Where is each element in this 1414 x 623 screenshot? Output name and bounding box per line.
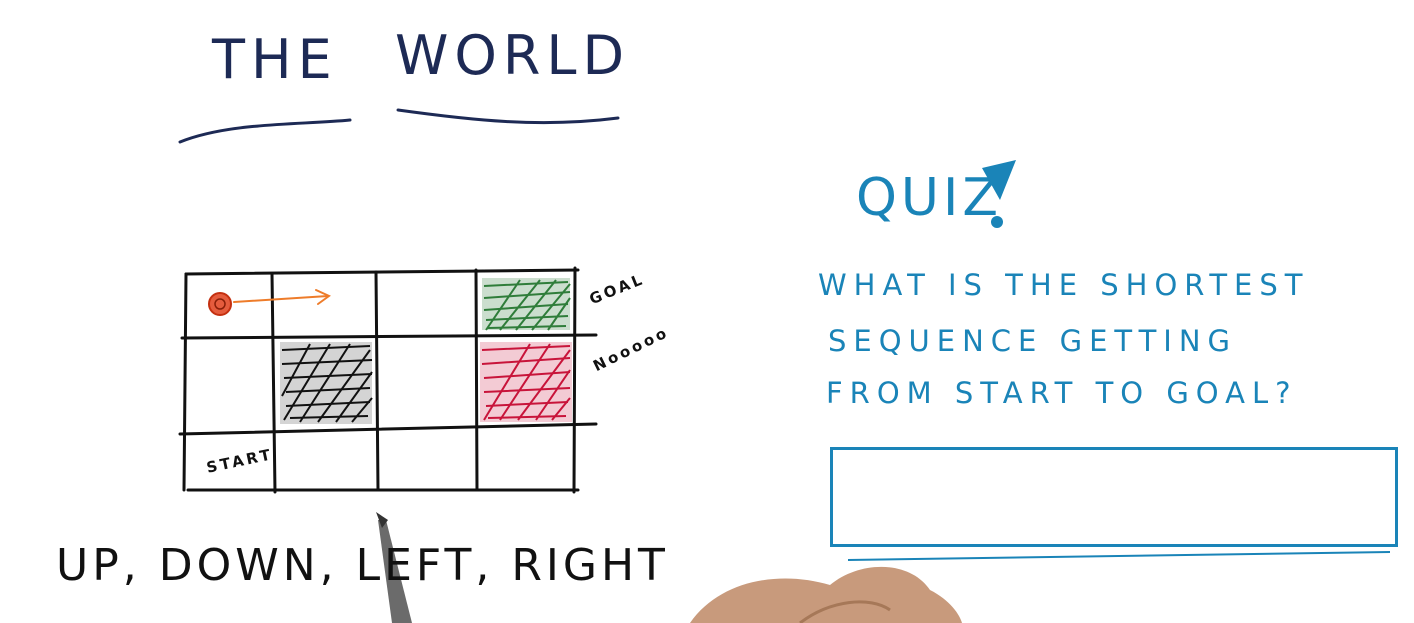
gridworld-grid	[178, 266, 598, 494]
title-the: THE	[212, 28, 338, 91]
answer-input-box[interactable]	[830, 447, 1398, 547]
actions-list: UP, DOWN, LEFT, RIGHT	[56, 540, 669, 591]
move-arrow	[233, 289, 331, 305]
quiz-question-line-3: FROM START TO GOAL?	[826, 376, 1298, 410]
wall-cell-fill	[280, 342, 373, 424]
title-world: WORLD	[395, 24, 631, 87]
agent-marker	[208, 292, 232, 316]
quiz-question-line-1: WHAT IS THE SHORTEST	[818, 268, 1310, 302]
quiz-exclaim-mark	[982, 160, 1016, 228]
goal-cell-fill	[482, 278, 571, 331]
pen-graphic	[376, 512, 412, 623]
title-underline-1	[178, 118, 352, 144]
quiz-heading: QUIZ	[856, 168, 1002, 228]
answer-box-underline	[847, 551, 1391, 561]
quiz-question-line-2: SEQUENCE GETTING	[828, 324, 1238, 358]
title-underline-2	[396, 108, 620, 125]
bad-cell-fill	[480, 342, 572, 422]
hand-graphic	[690, 566, 962, 623]
